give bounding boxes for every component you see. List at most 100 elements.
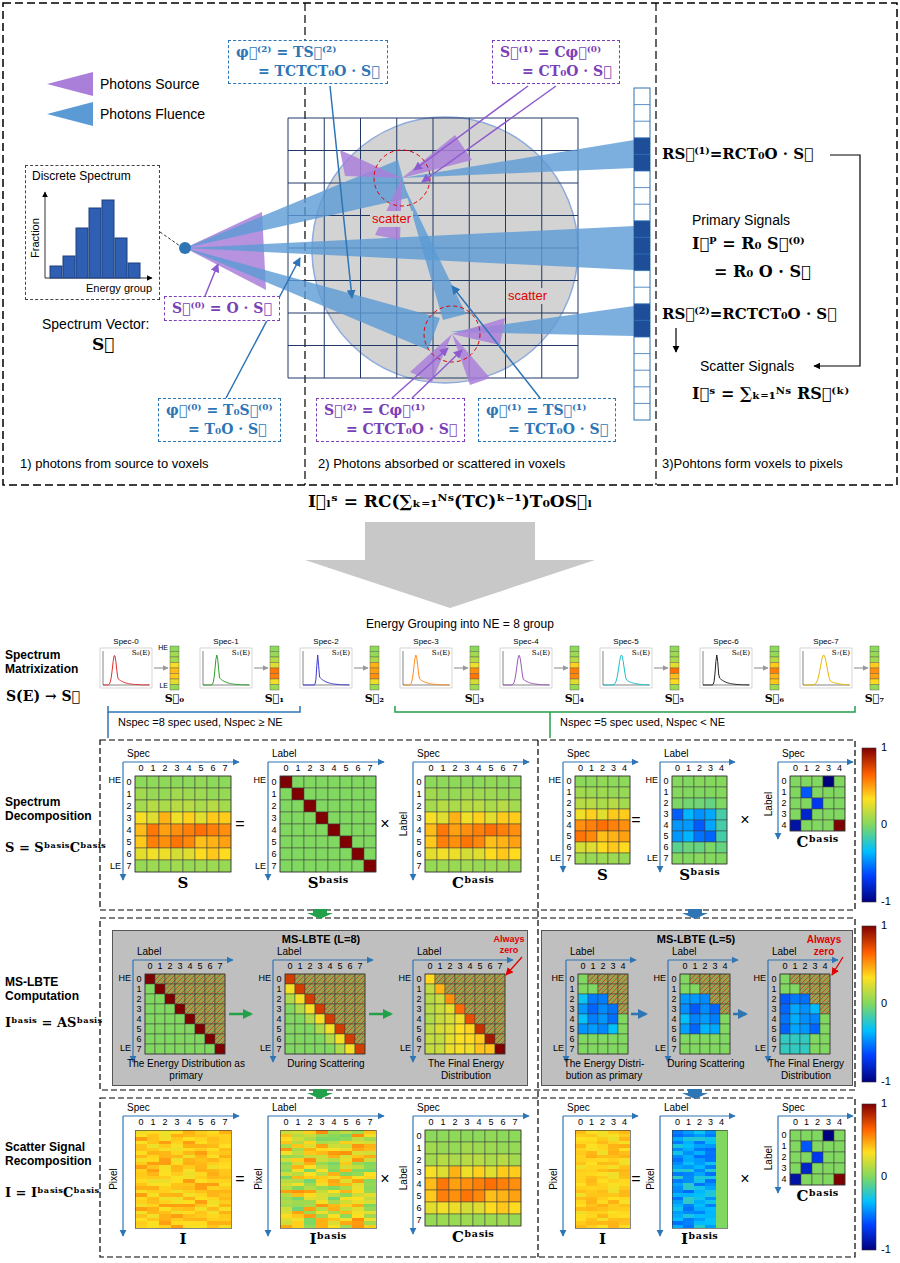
vector-cell — [270, 668, 279, 674]
section-divider — [655, 3, 656, 485]
matrix-cell — [586, 1186, 597, 1190]
matrix-cell — [586, 1134, 597, 1138]
matrix-cell — [683, 1183, 694, 1187]
matrix-cell — [147, 800, 159, 812]
matrix-cell — [183, 1144, 195, 1148]
vector-cell — [870, 679, 879, 685]
matrix-cell — [425, 776, 437, 788]
matrix-cell — [171, 860, 183, 872]
matrix-cell — [694, 798, 705, 809]
colorbar — [862, 926, 876, 1082]
matrix-cell — [694, 1207, 705, 1211]
tick-labels: 0 1 2 3 4 5 6 7 — [564, 776, 574, 864]
matrix-cell — [810, 974, 820, 984]
matrix-cell — [608, 1211, 619, 1215]
matrix-cell — [801, 1130, 812, 1141]
vector-cell — [470, 652, 479, 658]
matrix-cell — [135, 1169, 147, 1173]
formula-box: S⃗⁽²⁾ = Cφ⃗⁽¹⁾= CTCT₀O · S⃗ — [316, 398, 465, 442]
matrix-cell — [195, 1165, 207, 1169]
matrix-name: Sᵇᵃˢⁱˢ — [679, 866, 720, 884]
axis-end-label: LE — [647, 853, 658, 864]
matrix-cell — [219, 1221, 231, 1225]
vector-symbol: S⃗₀ — [165, 692, 184, 705]
matrix-cell — [619, 1186, 630, 1190]
matrix-cell — [597, 842, 608, 853]
matrix-cell — [364, 1134, 376, 1138]
matrix-cell — [597, 820, 608, 831]
matrix-cell — [820, 1034, 830, 1044]
matrix-cell — [195, 1218, 207, 1222]
tick-number: 4 — [325, 961, 335, 971]
vector-cell — [670, 663, 679, 669]
matrix-cell — [328, 848, 340, 860]
tick-number: 7 — [661, 853, 671, 864]
matrix-cell — [800, 1014, 810, 1024]
matrix-cell — [147, 1169, 159, 1173]
matrix-cell — [586, 1151, 597, 1155]
axis-arrow — [659, 1116, 660, 1236]
matrix-cell — [340, 1134, 352, 1138]
axis-title: Label — [763, 791, 775, 815]
matrix-cell — [588, 984, 598, 994]
matrix-cell — [705, 1207, 716, 1211]
matrix-cell — [780, 1044, 790, 1054]
matrix-cell — [304, 1137, 316, 1141]
matrix-cell — [316, 776, 328, 788]
matrix-cell — [597, 776, 608, 787]
matrix-cell — [497, 788, 509, 800]
tick-number: 0 — [769, 974, 779, 984]
matrix-cell — [683, 842, 694, 853]
matrix-cell — [618, 1024, 628, 1034]
matrix-cell — [345, 1014, 355, 1024]
spectrum-thumbnail — [400, 646, 479, 690]
matrix-cell — [147, 1148, 159, 1152]
spectrum-thumbnail — [500, 646, 579, 690]
matrix-cell — [147, 1165, 159, 1169]
matrix-cell — [485, 848, 497, 860]
matrix-cell — [340, 1221, 352, 1225]
matrix-cell — [437, 824, 449, 836]
tick-number: 7 — [495, 961, 505, 971]
formula-text: = TCTCT₀O · S⃗ — [236, 62, 380, 81]
matrix-cell — [215, 1024, 225, 1034]
matrix-cell — [171, 1186, 183, 1190]
matrix-cell — [588, 1044, 598, 1054]
tick-number: 2 — [800, 961, 810, 971]
matrix-cell — [364, 1176, 376, 1180]
matrix-cell — [497, 1142, 509, 1154]
matrix-cell — [780, 984, 790, 994]
section-frame — [3, 3, 897, 485]
matrix-cell — [575, 1225, 586, 1229]
leader-line — [160, 232, 180, 246]
matrix-cell — [285, 984, 295, 994]
matrix-cell — [683, 853, 694, 864]
matrix-cell — [495, 1024, 505, 1034]
matrix-cell — [328, 1141, 340, 1145]
leader-arrow — [330, 86, 352, 298]
matrix-frame — [280, 776, 376, 872]
axis-title: Label — [570, 946, 594, 958]
matrix-cell — [340, 1144, 352, 1148]
matrix-cell — [280, 1211, 292, 1215]
matrix-cell — [497, 836, 509, 848]
matrix-cell — [461, 800, 473, 812]
matrix-cell — [672, 1148, 683, 1152]
matrix-cell — [219, 1151, 231, 1155]
matrix-cell — [280, 1204, 292, 1208]
tick-number: 1 — [683, 763, 694, 773]
matrix-cell — [586, 1225, 597, 1229]
matrix-heatmap — [780, 974, 830, 1054]
matrix-cell — [608, 820, 619, 831]
vector-cell — [570, 674, 579, 680]
matrix-cell — [135, 860, 147, 872]
matrix-cell — [352, 1204, 364, 1208]
matrix-cell — [219, 1141, 231, 1145]
vector-cell — [270, 685, 279, 691]
matrix-cell — [159, 1158, 171, 1162]
matrix-cell — [364, 1169, 376, 1173]
matrix-cell — [159, 1214, 171, 1218]
matrix-cell — [352, 1225, 364, 1229]
box-title: Discrete Spectrum — [32, 169, 131, 183]
matrix-cell — [328, 860, 340, 872]
